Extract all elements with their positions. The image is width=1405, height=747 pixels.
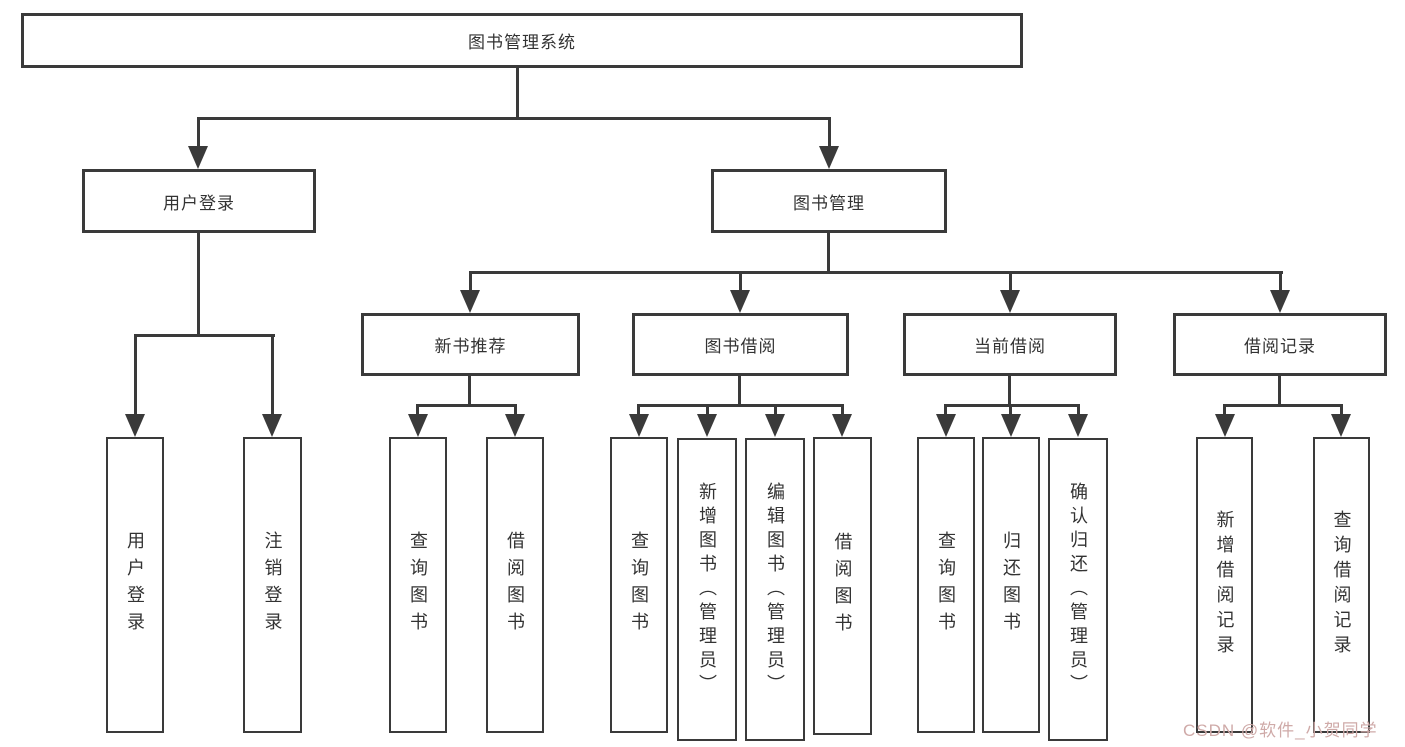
- arrow-down-icon: [1068, 414, 1088, 437]
- node-leaf-add-borrow-record: 新增借阅记录: [1196, 437, 1253, 733]
- node-label: 用户登录: [163, 193, 235, 213]
- arrow-down-icon: [832, 414, 852, 437]
- arrow-down-icon: [936, 414, 956, 437]
- node-library-management-system: 图书管理系统: [21, 13, 1023, 68]
- node-leaf-confirm-return-admin: 确认归还（管理员）: [1048, 438, 1108, 741]
- node-label: 注销登录: [262, 531, 283, 639]
- connector-stem: [774, 404, 777, 416]
- node-leaf-query-book-1: 查询图书: [389, 437, 447, 733]
- arrow-down-icon: [697, 414, 717, 437]
- connector-stem: [134, 334, 137, 416]
- connector-drop: [738, 376, 741, 406]
- node-new-book-recommend: 新书推荐: [361, 313, 580, 376]
- node-leaf-user-login: 用户登录: [106, 437, 164, 733]
- connector-rail: [637, 404, 844, 407]
- node-label: 查询图书: [936, 531, 956, 639]
- node-label: 新增图书（管理员）: [697, 481, 717, 698]
- node-leaf-return-book: 归还图书: [982, 437, 1040, 733]
- connector-stem: [514, 404, 517, 416]
- node-user-login: 用户登录: [82, 169, 316, 233]
- connector-drop: [1278, 376, 1281, 406]
- node-leaf-borrow-book-2: 借阅图书: [813, 437, 872, 735]
- connector-stem: [828, 117, 831, 148]
- node-label: 借阅图书: [832, 532, 853, 640]
- connector-level2-rail: [197, 117, 831, 120]
- connector-root-drop: [516, 68, 519, 119]
- connector-stem: [637, 404, 640, 416]
- arrow-down-icon: [188, 146, 208, 169]
- connector-drop: [197, 233, 200, 336]
- connector-stem: [1077, 404, 1080, 416]
- node-leaf-query-book-2: 查询图书: [610, 437, 668, 733]
- arrow-down-icon: [1000, 290, 1020, 313]
- node-label: 用户登录: [125, 531, 145, 639]
- arrow-down-icon: [460, 290, 480, 313]
- connector-stem: [1340, 404, 1343, 416]
- arrow-down-icon: [1331, 414, 1351, 437]
- connector-stem: [1009, 404, 1012, 416]
- node-leaf-edit-book-admin: 编辑图书（管理员）: [745, 438, 805, 741]
- connector-stem: [706, 404, 709, 416]
- node-current-borrow: 当前借阅: [903, 313, 1117, 376]
- node-label: 新书推荐: [434, 337, 507, 356]
- arrow-down-icon: [1270, 290, 1290, 313]
- arrow-down-icon: [505, 414, 525, 437]
- connector-drop: [827, 233, 830, 274]
- node-label: 确认归还（管理员）: [1068, 481, 1088, 698]
- connector-rail: [134, 334, 275, 337]
- connector-stem: [416, 404, 419, 416]
- node-label: 借阅记录: [1244, 337, 1316, 356]
- connector-drop: [468, 376, 471, 406]
- connector-rail: [416, 404, 517, 407]
- node-label: 编辑图书（管理员）: [765, 481, 785, 698]
- connector-stem: [469, 271, 472, 292]
- arrow-down-icon: [1215, 414, 1235, 437]
- arrow-down-icon: [730, 290, 750, 313]
- node-label: 图书管理: [793, 193, 865, 213]
- node-label: 图书借阅: [704, 337, 777, 356]
- node-book-borrow: 图书借阅: [632, 313, 849, 376]
- connector-level3-rail: [469, 271, 1283, 274]
- connector-stem: [1279, 271, 1282, 292]
- node-label: 图书管理系统: [468, 33, 576, 52]
- node-leaf-add-book-admin: 新增图书（管理员）: [677, 438, 737, 741]
- arrow-down-icon: [408, 414, 428, 437]
- node-label: 查询借阅记录: [1331, 510, 1352, 660]
- node-borrow-record: 借阅记录: [1173, 313, 1387, 376]
- node-leaf-query-book-3: 查询图书: [917, 437, 975, 733]
- arrow-down-icon: [819, 146, 839, 169]
- connector-stem: [1009, 271, 1012, 292]
- arrow-down-icon: [765, 414, 785, 437]
- arrow-down-icon: [1001, 414, 1021, 437]
- node-label: 借阅图书: [505, 531, 525, 639]
- node-label: 查询图书: [629, 531, 649, 639]
- node-leaf-query-borrow-record: 查询借阅记录: [1313, 437, 1370, 733]
- node-label: 查询图书: [408, 531, 428, 639]
- node-label: 归还图书: [1001, 531, 1021, 639]
- arrow-down-icon: [125, 414, 145, 437]
- arrow-down-icon: [629, 414, 649, 437]
- csdn-watermark: CSDN @软件_小贺同学: [1183, 721, 1378, 740]
- connector-stem: [739, 271, 742, 292]
- node-label: 当前借阅: [974, 337, 1046, 356]
- node-label: 新增借阅记录: [1214, 510, 1235, 660]
- node-leaf-logout: 注销登录: [243, 437, 302, 733]
- connector-stem: [841, 404, 844, 416]
- node-leaf-borrow-book-1: 借阅图书: [486, 437, 544, 733]
- connector-stem: [197, 117, 200, 148]
- connector-stem: [271, 334, 274, 416]
- connector-rail: [1223, 404, 1343, 407]
- node-book-management: 图书管理: [711, 169, 947, 233]
- connector-stem: [944, 404, 947, 416]
- connector-stem: [1223, 404, 1226, 416]
- connector-drop: [1008, 376, 1011, 406]
- arrow-down-icon: [262, 414, 282, 437]
- connector-rail: [944, 404, 1080, 407]
